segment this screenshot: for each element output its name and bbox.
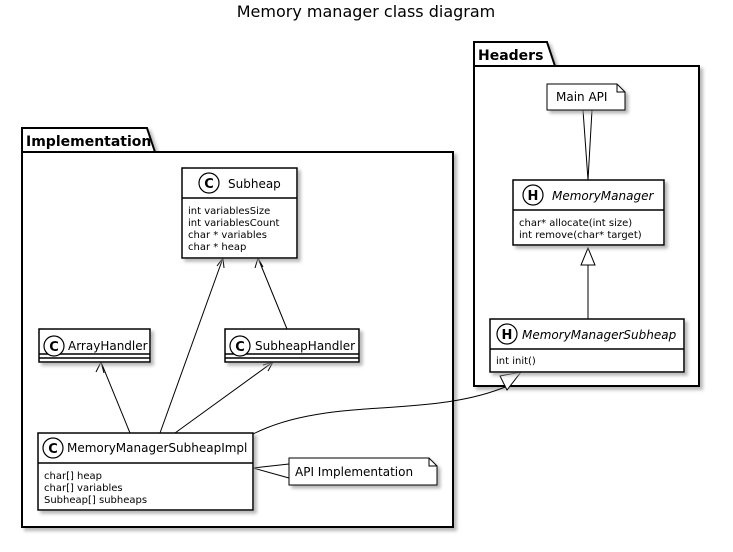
class-subheaphandler[interactable]: C SubheapHandler bbox=[224, 328, 360, 363]
member: Subheap[] subheaps bbox=[44, 495, 147, 506]
note-main-api: Main API bbox=[546, 83, 626, 111]
member: char * variables bbox=[188, 230, 267, 241]
member: int variablesCount bbox=[188, 218, 280, 229]
class-arrayhandler[interactable]: C ArrayHandler bbox=[38, 328, 151, 363]
package-implementation: Implementation bbox=[21, 127, 454, 528]
note-main-api-text: Main API bbox=[556, 90, 607, 104]
class-memorymanagersubheapimpl[interactable]: C MemoryManagerSubheapImpl char[] heap c… bbox=[37, 432, 254, 511]
arrow-subheaphandler-to-subheap bbox=[257, 257, 288, 330]
member: int init() bbox=[496, 356, 536, 367]
note-link-api-impl bbox=[252, 463, 290, 479]
member: int variablesSize bbox=[188, 206, 270, 217]
member: char[] variables bbox=[44, 483, 123, 494]
arrow-impl-to-arrayhandler bbox=[100, 361, 131, 434]
relations bbox=[95, 109, 596, 479]
class-memorymanagersubheap[interactable]: H MemoryManagerSubheap int init() bbox=[489, 318, 685, 373]
class-stereotype-icon bbox=[42, 437, 64, 459]
class-memorymanager-name: MemoryManager bbox=[552, 189, 654, 203]
class-memorymanager[interactable]: H MemoryManager char* allocate(int size)… bbox=[512, 179, 665, 246]
class-arrayhandler-name: ArrayHandler bbox=[68, 339, 148, 353]
package-implementation-label: Implementation bbox=[26, 134, 151, 150]
header-stereotype-icon bbox=[496, 323, 518, 345]
class-subheap-name: Subheap bbox=[228, 177, 281, 191]
note-link-main-api bbox=[582, 109, 593, 181]
svg-text:C: C bbox=[235, 340, 245, 355]
diagram-title: Memory manager class diagram bbox=[237, 2, 496, 21]
class-stereotype-icon bbox=[198, 172, 220, 194]
class-stereotype-icon bbox=[43, 335, 65, 357]
class-subheaphandler-name: SubheapHandler bbox=[255, 339, 355, 353]
member: char * heap bbox=[188, 242, 246, 253]
arrow-impl-to-subheaphandler bbox=[174, 361, 274, 434]
arrow-impl-to-mmsubheap bbox=[252, 384, 511, 435]
note-api-implementation-text: API Implementation bbox=[295, 465, 413, 479]
svg-text:H: H bbox=[502, 328, 513, 343]
svg-text:C: C bbox=[49, 340, 59, 355]
note-api-implementation: API Implementation bbox=[288, 457, 438, 486]
svg-text:C: C bbox=[204, 177, 214, 192]
member: char[] heap bbox=[44, 471, 102, 482]
header-stereotype-icon bbox=[522, 184, 544, 206]
class-memorymanagersubheapimpl-name: MemoryManagerSubheapImpl bbox=[67, 441, 247, 455]
arrow-impl-to-subheap bbox=[159, 257, 224, 434]
svg-text:H: H bbox=[528, 189, 539, 204]
member: int remove(char* target) bbox=[519, 230, 642, 241]
package-headers-label: Headers bbox=[478, 48, 543, 64]
member: char* allocate(int size) bbox=[519, 218, 632, 229]
class-stereotype-icon bbox=[229, 335, 251, 357]
class-subheap[interactable]: C Subheap int variablesSize int variable… bbox=[181, 167, 298, 259]
svg-text:C: C bbox=[48, 442, 58, 457]
class-memorymanagersubheap-name: MemoryManagerSubheap bbox=[522, 328, 677, 342]
